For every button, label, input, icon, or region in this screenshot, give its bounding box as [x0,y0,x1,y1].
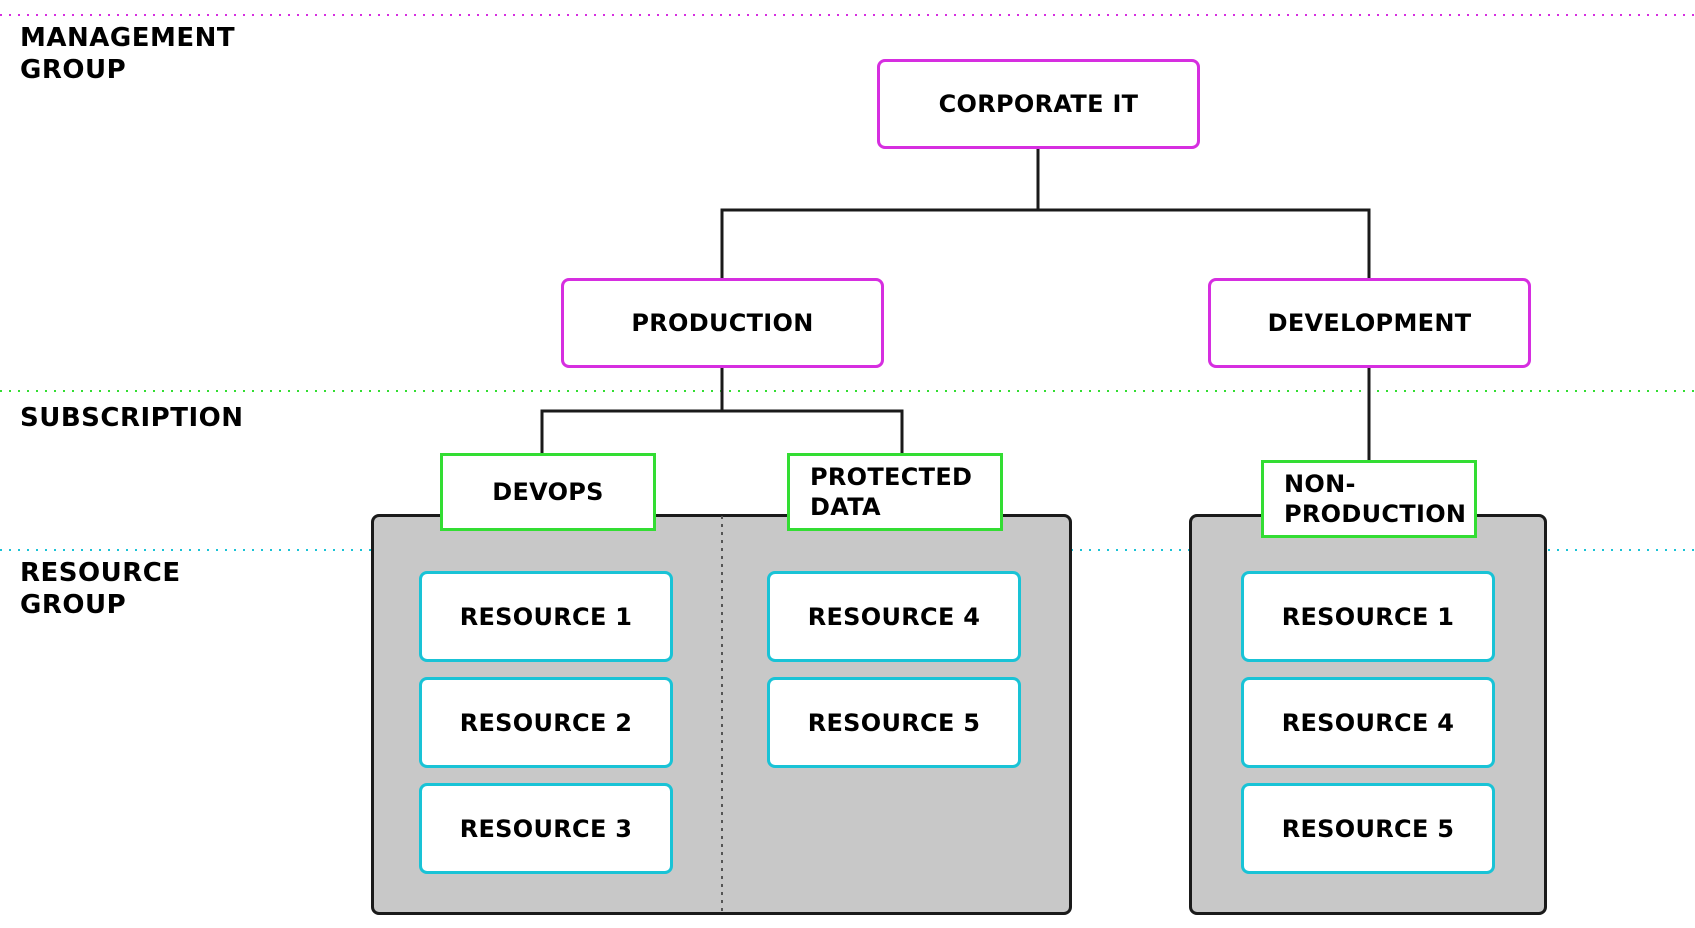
resource-node[interactable]: RESOURCE 3 [419,783,673,874]
node-devops[interactable]: DEVOPS [440,453,656,531]
node-corporate-it[interactable]: CORPORATE IT [877,59,1200,149]
node-protected-data[interactable]: PROTECTED DATA [787,453,1003,531]
resource-node[interactable]: RESOURCE 5 [767,677,1021,768]
resource-node[interactable]: RESOURCE 1 [419,571,673,662]
connector-corporate-it [720,149,1371,278]
node-production[interactable]: PRODUCTION [561,278,884,368]
resource-node[interactable]: RESOURCE 2 [419,677,673,768]
tier-label-subscription: SUBSCRIPTION [20,403,244,433]
tier-label-resource-group: RESOURCE GROUP [20,558,181,620]
resource-node[interactable]: RESOURCE 1 [1241,571,1495,662]
resource-node[interactable]: RESOURCE 4 [1241,677,1495,768]
node-non-production[interactable]: NON- PRODUCTION [1261,460,1477,538]
connector-production [540,368,904,453]
tier-label-management-group: MANAGEMENT GROUP [20,23,236,85]
resource-node[interactable]: RESOURCE 5 [1241,783,1495,874]
node-development[interactable]: DEVELOPMENT [1208,278,1531,368]
resource-node[interactable]: RESOURCE 4 [767,571,1021,662]
